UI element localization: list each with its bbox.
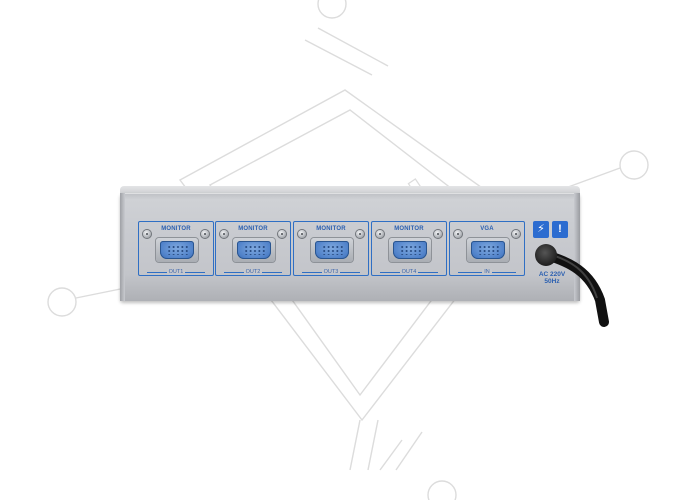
port-out3: MONITOR OUT3: [293, 221, 369, 276]
port-bottom-label: OUT3: [321, 269, 341, 275]
port-bottom-label: OUT4: [399, 269, 419, 275]
vga-connector-icon: [311, 238, 353, 262]
port-top-label: MONITOR: [394, 226, 424, 232]
screw-icon: [512, 230, 520, 238]
device-right-edge: [574, 193, 580, 301]
port-top-label: VGA: [480, 226, 494, 232]
port-bottom-label: IN: [482, 269, 492, 275]
port-out1: MONITOR OUT1: [138, 221, 214, 276]
screw-icon: [434, 230, 442, 238]
port-vga-in: VGA IN: [449, 221, 525, 276]
screw-icon: [201, 230, 209, 238]
port-top-label: MONITOR: [238, 226, 268, 232]
port-out4: MONITOR OUT4: [371, 221, 447, 276]
vga-connector-icon: [233, 238, 275, 262]
port-out2: MONITOR OUT2: [215, 221, 291, 276]
exclamation-warning-icon: !: [552, 221, 568, 238]
power-rating-label: AC 220V 50Hz: [532, 271, 572, 285]
device-top-edge: [120, 186, 580, 196]
vga-connector-icon: [389, 238, 431, 262]
screw-icon: [298, 230, 306, 238]
screw-icon: [454, 230, 462, 238]
screw-icon: [143, 230, 151, 238]
port-top-label: MONITOR: [161, 226, 191, 232]
device-left-edge: [120, 193, 125, 301]
lightning-warning-icon: ⚡: [533, 221, 549, 238]
vga-connector-icon: [467, 238, 509, 262]
screw-icon: [220, 230, 228, 238]
cable-grommet: [535, 244, 557, 266]
power-frequency-text: 50Hz: [544, 278, 560, 285]
screw-icon: [278, 230, 286, 238]
port-top-label: MONITOR: [316, 226, 346, 232]
port-bottom-label: OUT2: [243, 269, 263, 275]
vga-connector-icon: [156, 238, 198, 262]
port-bottom-label: OUT1: [166, 269, 186, 275]
screw-icon: [356, 230, 364, 238]
screw-icon: [376, 230, 384, 238]
power-voltage-text: AC 220V: [538, 271, 566, 278]
